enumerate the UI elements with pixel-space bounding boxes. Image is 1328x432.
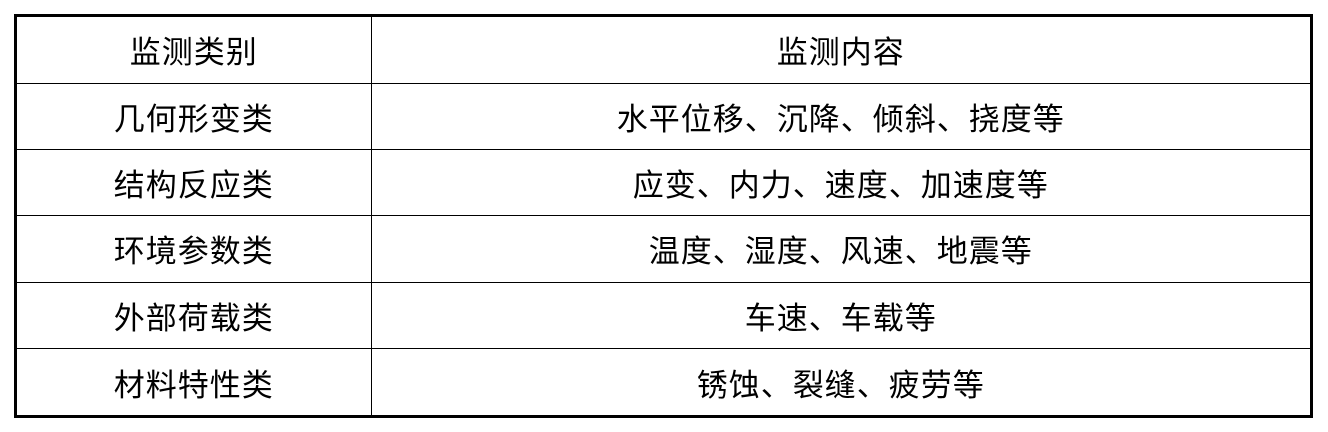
header-content: 监测内容: [370, 17, 1310, 84]
header-category: 监测类别: [17, 17, 372, 84]
monitoring-table: 监测类别 监测内容 几何形变类 水平位移、沉降、倾斜、挠度等 结构反应类 应变、…: [17, 17, 1310, 415]
row-content: 温度、湿度、风速、地震等: [370, 215, 1310, 283]
row-category: 外部荷载类: [17, 281, 372, 350]
row-content: 车速、车载等: [370, 281, 1310, 350]
row-category: 环境参数类: [17, 215, 372, 283]
table-row: 环境参数类 温度、湿度、风速、地震等: [17, 215, 1310, 283]
row-content: 锈蚀、裂缝、疲劳等: [370, 348, 1310, 415]
table-row: 材料特性类 锈蚀、裂缝、疲劳等: [17, 348, 1310, 415]
table-row: 结构反应类 应变、内力、速度、加速度等: [17, 148, 1310, 217]
row-content: 应变、内力、速度、加速度等: [370, 148, 1310, 217]
table-row: 外部荷载类 车速、车载等: [17, 281, 1310, 350]
row-category: 几何形变类: [17, 83, 372, 150]
monitoring-table-container: 监测类别 监测内容 几何形变类 水平位移、沉降、倾斜、挠度等 结构反应类 应变、…: [14, 14, 1313, 418]
table-row: 几何形变类 水平位移、沉降、倾斜、挠度等: [17, 83, 1310, 150]
table-header-row: 监测类别 监测内容: [17, 17, 1310, 84]
row-content: 水平位移、沉降、倾斜、挠度等: [370, 83, 1310, 150]
row-category: 材料特性类: [17, 348, 372, 415]
row-category: 结构反应类: [17, 148, 372, 217]
